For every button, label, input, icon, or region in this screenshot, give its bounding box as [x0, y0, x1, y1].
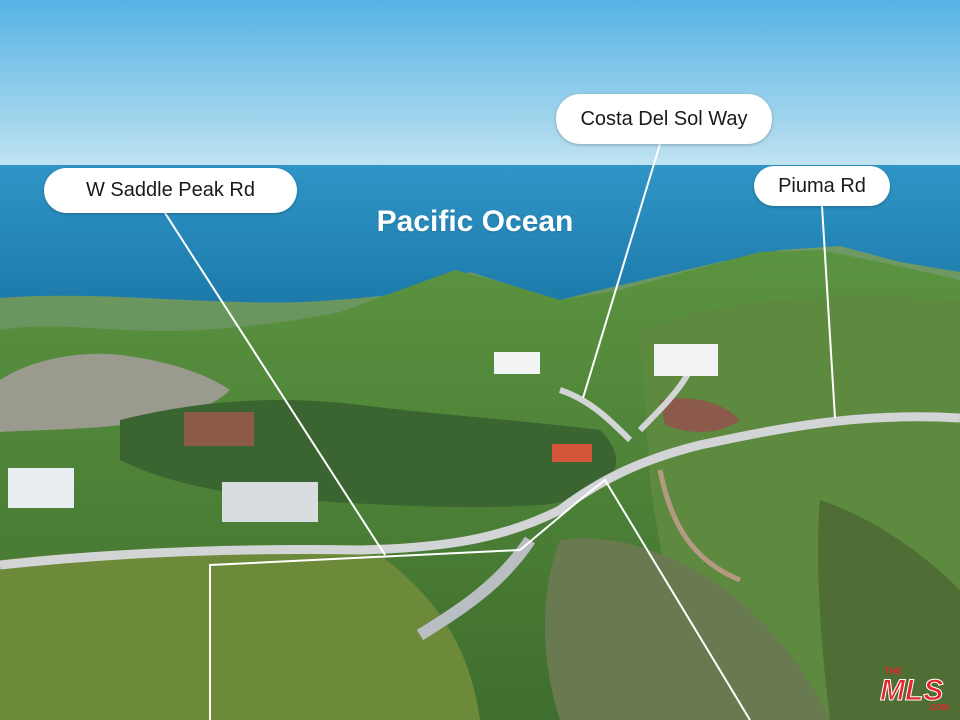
callout-line-costa: [582, 143, 661, 399]
house-brown: [184, 412, 254, 446]
mls-logo-sub: .COM: [928, 703, 949, 712]
road: [0, 412, 960, 570]
dirt-road: [657, 469, 741, 583]
foreground-rock: [545, 538, 830, 720]
house-white-right: [654, 344, 718, 376]
side-road: [559, 387, 633, 443]
retaining-wall: [416, 536, 535, 641]
mls-watermark-logo: THE MLS .COM: [880, 666, 950, 712]
house-white-mid: [494, 352, 540, 374]
red-earth-patch: [660, 398, 740, 432]
street-label-saddle-peak: W Saddle Peak Rd: [44, 168, 297, 213]
sky: [0, 0, 960, 175]
street-label-piuma: Piuma Rd: [754, 166, 890, 206]
house-red-roof: [552, 444, 592, 462]
callout-line-piuma: [821, 205, 836, 419]
callout-line-saddle: [164, 212, 386, 556]
property-boundary: [209, 478, 751, 720]
mls-logo-main: MLS: [880, 674, 943, 707]
foreground-hill: [0, 550, 480, 720]
house-grey: [222, 482, 318, 522]
ocean-label: Pacific Ocean: [376, 205, 574, 238]
mls-logo-top: THE: [884, 666, 902, 676]
foreground-right: [818, 500, 960, 720]
street-label-costa-del-sol: Costa Del Sol Way: [556, 94, 772, 144]
house-left: [8, 468, 74, 508]
